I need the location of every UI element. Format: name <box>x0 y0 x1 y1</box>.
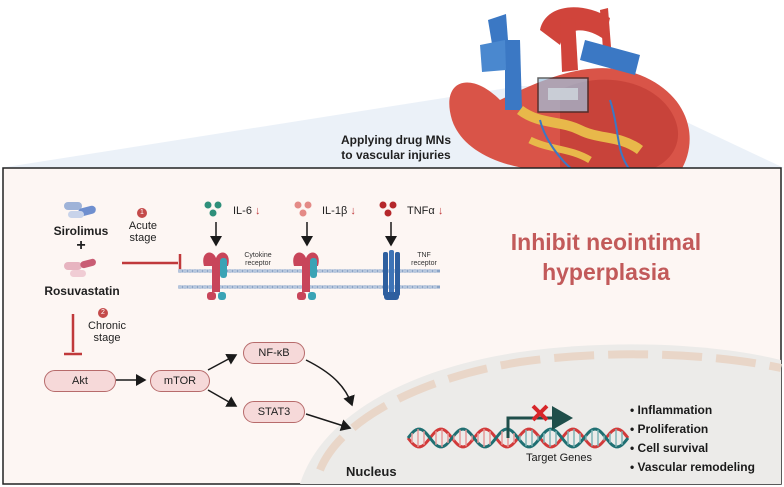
caption: Applying drug MNs to vascular injuries <box>322 133 470 163</box>
tnfa-down-icon: ↓ <box>437 205 444 217</box>
chronic-line-2: stage <box>93 332 121 344</box>
dna-helix <box>406 427 630 449</box>
chronic-stage-label: Chronic stage <box>84 320 130 344</box>
akt-node: Akt <box>44 370 116 392</box>
headline: Inhibit neointimal hyperplasia <box>456 227 756 287</box>
tnf-receptor <box>383 250 400 300</box>
tnf-receptor-label: TNF receptor <box>404 252 444 268</box>
tnfa-label: TNFα ↓ <box>407 205 443 217</box>
nfkb-node: NF-κB <box>243 342 305 364</box>
block-x-icon <box>531 404 549 422</box>
drug-sirolimus: Sirolimus <box>53 224 109 238</box>
ligand-il6 <box>204 201 222 217</box>
cytokine-receptor-line-1: Cytokine <box>244 252 272 259</box>
il1b-text: IL-1β <box>322 205 348 217</box>
tnf-receptor-line-1: TNF <box>417 252 431 259</box>
plus-sign: + <box>76 237 86 254</box>
acute-line-1: Acute <box>128 220 158 232</box>
ligand-tnfa <box>379 201 397 217</box>
heart-illustration <box>449 7 690 173</box>
outcome-cell-survival: Cell survival <box>630 439 755 458</box>
il6-down-icon: ↓ <box>255 205 261 217</box>
caption-line-1: Applying drug MNs <box>341 133 451 147</box>
caption-line-2: to vascular injuries <box>341 148 451 162</box>
il1b-down-icon: ↓ <box>350 205 356 217</box>
nucleus-label: Nucleus <box>346 464 397 479</box>
transcription-arrow <box>506 406 573 438</box>
outcome-proliferation: Proliferation <box>630 420 755 439</box>
il6-text: IL-6 <box>233 205 252 217</box>
headline-line-1: Inhibit neointimal <box>510 229 702 255</box>
mtor-node: mTOR <box>150 370 210 392</box>
drug-rosuvastatin: Rosuvastatin <box>44 284 120 298</box>
cytokine-receptor-line-2: receptor <box>245 260 271 267</box>
cytokine-receptor-2 <box>293 252 319 300</box>
headline-line-2: hyperplasia <box>542 259 670 285</box>
acute-line-2: stage <box>129 232 157 244</box>
outcome-vascular-remodeling: Vascular remodeling <box>630 458 755 477</box>
sirolimus-pills <box>64 202 96 218</box>
outcome-list: Inflammation Proliferation Cell survival… <box>630 401 755 477</box>
chronic-line-1: Chronic <box>88 320 126 332</box>
stat3-node: STAT3 <box>243 401 305 423</box>
acute-stage-label: Acute stage <box>124 220 162 244</box>
tnf-receptor-line-2: receptor <box>411 260 437 267</box>
il1b-label: IL-1β ↓ <box>322 205 356 217</box>
tnfa-text: TNFα <box>407 205 435 217</box>
target-genes-label: Target Genes <box>526 452 593 464</box>
cytokine-receptor-label: Cytokine receptor <box>238 252 278 268</box>
stage-1-badge: 1 <box>137 208 147 218</box>
cytokine-receptor-1 <box>203 252 229 300</box>
stage-2-badge: 2 <box>98 308 108 318</box>
il6-label: IL-6 ↓ <box>233 205 261 217</box>
rosuvastatin-pills <box>64 258 96 277</box>
ligand-il1b <box>294 201 312 217</box>
outcome-inflammation: Inflammation <box>630 401 755 420</box>
